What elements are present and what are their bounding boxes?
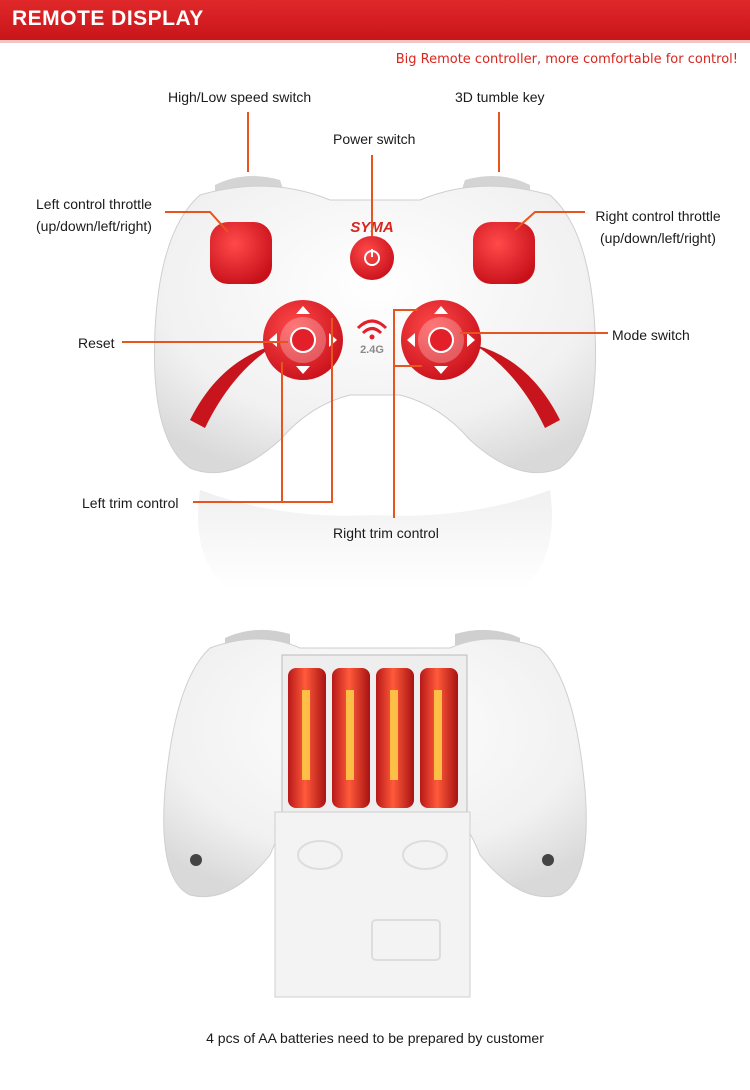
right-red-stripe xyxy=(475,345,560,428)
label-right-trim-control: Right trim control xyxy=(333,525,439,541)
power-button xyxy=(350,236,394,280)
page-title: REMOTE DISPLAY xyxy=(12,7,204,30)
right-trim-dpad xyxy=(401,300,481,380)
label-left-throttle-line2: (up/down/left/right) xyxy=(36,218,152,234)
label-mode-switch: Mode switch xyxy=(612,327,690,343)
label-right-throttle-line1: Right control throttle xyxy=(595,208,721,224)
wireless-icon xyxy=(356,319,388,340)
battery-cells xyxy=(288,668,458,808)
label-left-throttle-line1: Left control throttle xyxy=(36,196,152,212)
battery-note: 4 pcs of AA batteries need to be prepare… xyxy=(206,1030,544,1046)
left-grip-hole xyxy=(190,854,202,866)
left-red-stripe xyxy=(190,345,275,428)
label-3d-tumble-key: 3D tumble key xyxy=(455,89,545,105)
header-bar: REMOTE DISPLAY xyxy=(0,0,750,40)
leader-lines xyxy=(122,112,608,518)
left-throttle-stick xyxy=(210,222,272,284)
label-reset: Reset xyxy=(78,335,115,351)
left-trim-dpad xyxy=(263,300,343,380)
controller-reflection xyxy=(198,490,552,590)
frequency-label: 2.4G xyxy=(360,344,384,356)
header-divider xyxy=(0,40,750,43)
right-grip-hole xyxy=(542,854,554,866)
label-left-trim-control: Left trim control xyxy=(82,495,179,511)
label-power-switch: Power switch xyxy=(333,131,416,147)
label-high-low-speed-switch: High/Low speed switch xyxy=(168,89,312,105)
label-left-throttle: Left control throttle (up/down/left/righ… xyxy=(27,193,161,237)
battery-cover xyxy=(274,811,471,998)
subtitle: Big Remote controller, more comfortable … xyxy=(395,52,738,67)
label-right-throttle-line2: (up/down/left/right) xyxy=(600,230,716,246)
label-right-throttle: Right control throttle (up/down/left/rig… xyxy=(590,205,726,249)
right-throttle-stick xyxy=(473,222,535,284)
